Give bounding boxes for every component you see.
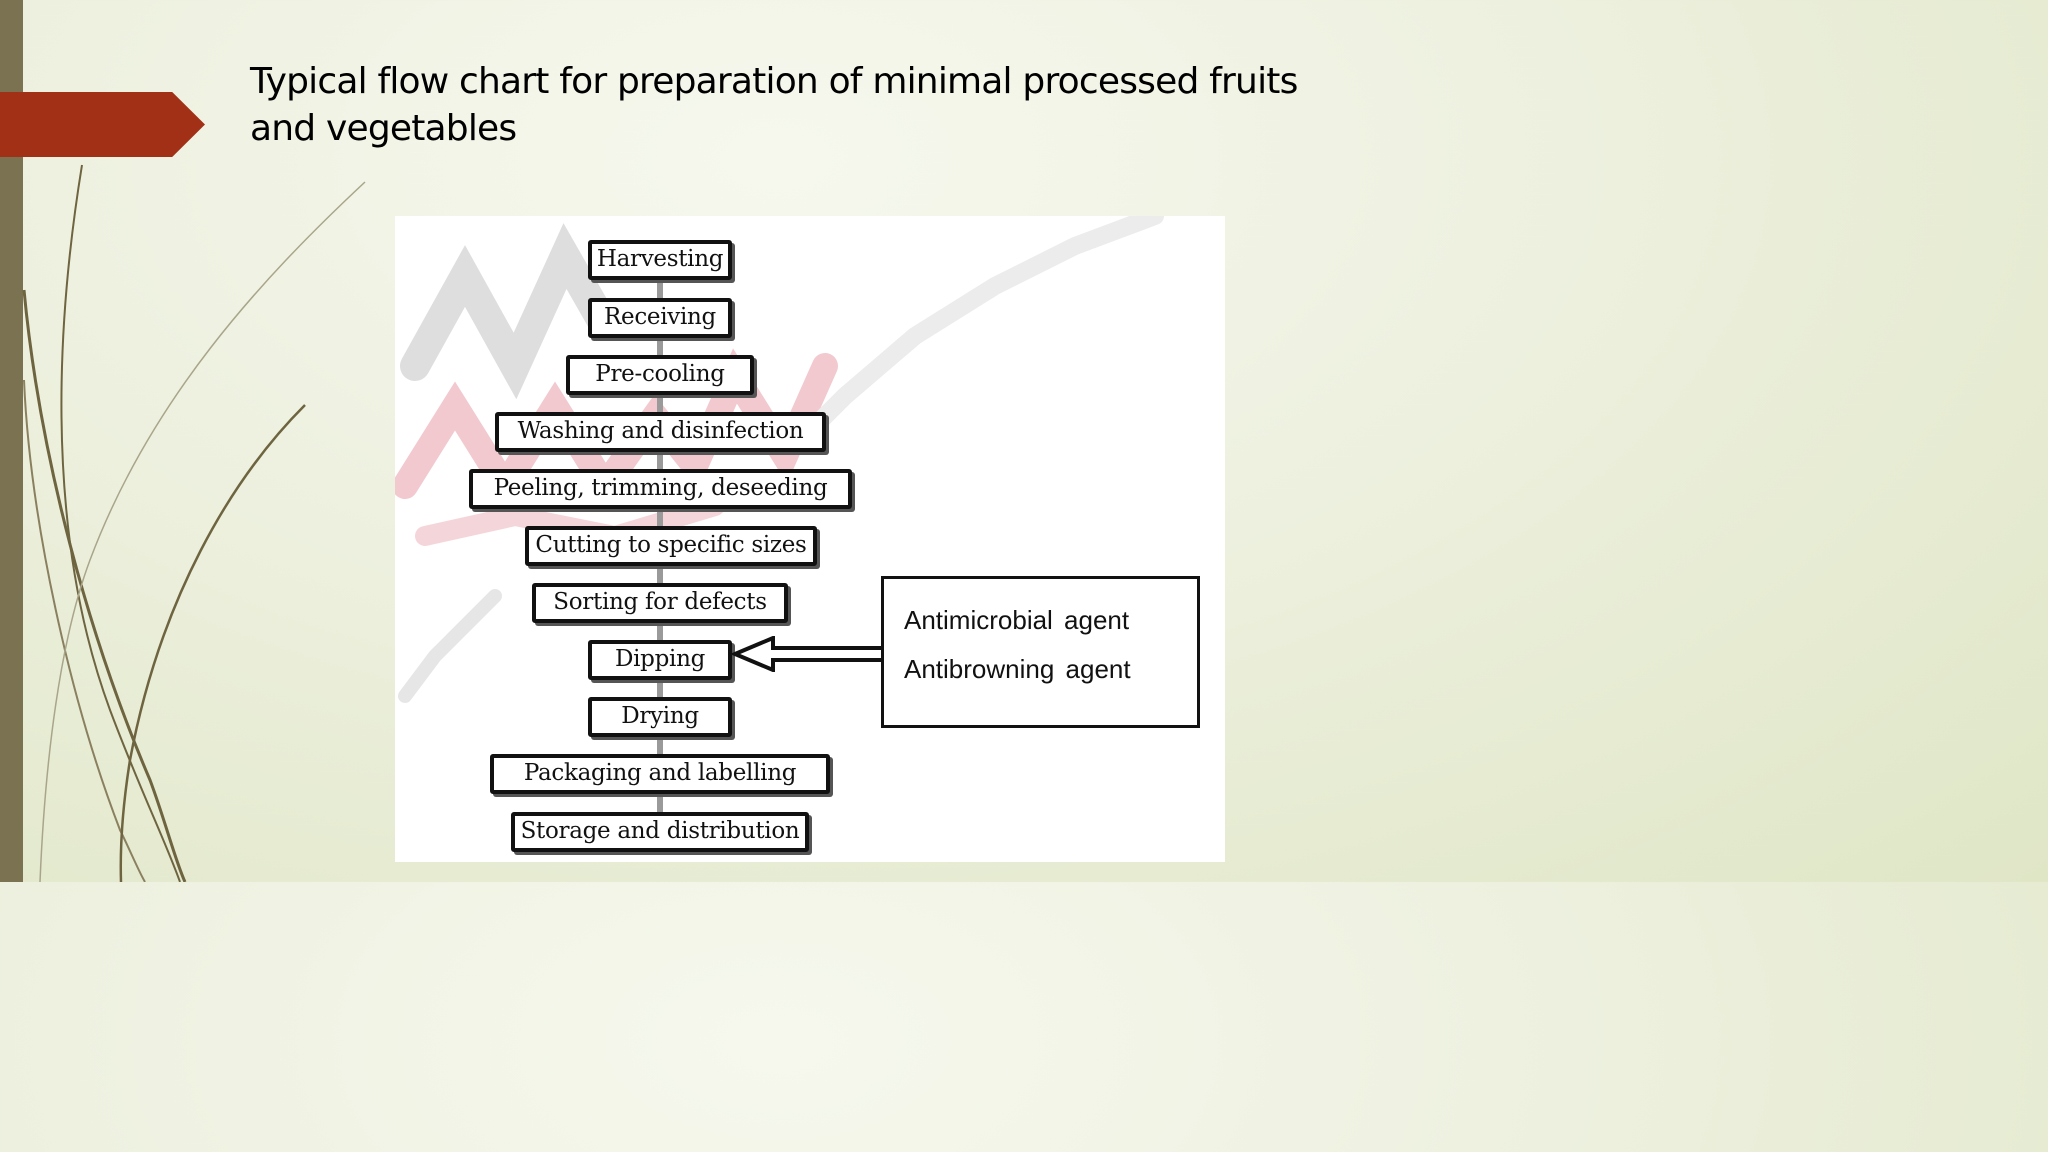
flow-step-cutting: Cutting to specific sizes bbox=[525, 526, 817, 566]
flow-step-label: Drying bbox=[621, 703, 699, 729]
flow-step-label: Receiving bbox=[604, 304, 716, 330]
title-accent-arrow bbox=[0, 92, 205, 157]
flow-step-sorting: Sorting for defects bbox=[532, 583, 788, 623]
flowchart-figure: Harvesting Receiving Pre-cooling Washing… bbox=[395, 216, 1225, 862]
flow-step-label: Dipping bbox=[614, 646, 706, 672]
flow-step-label: Pre-cooling bbox=[595, 361, 725, 387]
flow-step-label: Washing and disinfection bbox=[517, 418, 804, 444]
agent-antibrowning: Antibrowning agent bbox=[904, 654, 1131, 684]
flow-step-receiving: Receiving bbox=[588, 298, 732, 338]
flow-step-label: Sorting for defects bbox=[553, 589, 767, 615]
agent-antimicrobial: Antimicrobial agent bbox=[904, 605, 1130, 635]
double-arrow-icon bbox=[729, 636, 885, 672]
flow-step-label: Packaging and labelling bbox=[523, 760, 797, 786]
flow-step-storage: Storage and distribution bbox=[511, 812, 809, 852]
flow-step-label: Harvesting bbox=[596, 246, 724, 272]
additives-box: Antimicrobial agent Antibrowning agent bbox=[881, 576, 1200, 728]
flow-step-packaging: Packaging and labelling bbox=[490, 754, 830, 794]
flow-step-washing: Washing and disinfection bbox=[495, 412, 826, 452]
flow-step-label: Storage and distribution bbox=[520, 818, 800, 844]
decorative-curves bbox=[22, 164, 366, 882]
flow-step-label: Peeling, trimming, deseeding bbox=[493, 475, 828, 501]
left-accent-bar bbox=[0, 0, 23, 882]
flow-step-harvesting: Harvesting bbox=[588, 240, 732, 280]
flow-step-peeling: Peeling, trimming, deseeding bbox=[469, 469, 852, 509]
flow-step-pre-cooling: Pre-cooling bbox=[566, 355, 754, 395]
flow-step-label: Cutting to specific sizes bbox=[535, 532, 807, 558]
flow-step-dipping: Dipping bbox=[588, 640, 732, 680]
slide-title: Typical flow chart for preparation of mi… bbox=[250, 61, 1298, 149]
flow-step-drying: Drying bbox=[588, 697, 732, 737]
